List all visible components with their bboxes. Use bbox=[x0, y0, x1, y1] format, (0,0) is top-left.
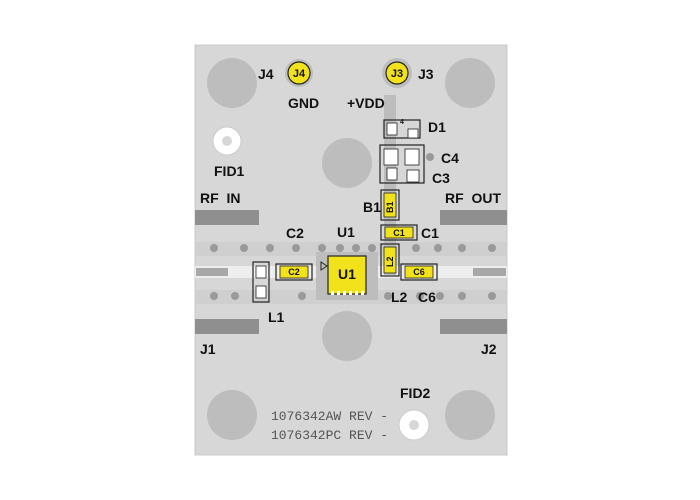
c3-pad-right bbox=[406, 169, 420, 183]
d1-pad-left bbox=[386, 122, 398, 136]
u1-label: U1 bbox=[337, 224, 355, 240]
c2-outline bbox=[275, 263, 313, 281]
mounting-pad-bottom-right bbox=[445, 390, 495, 440]
fid2-inner bbox=[409, 420, 419, 430]
rf-in-edge-pad bbox=[196, 268, 228, 276]
c2-part[interactable] bbox=[279, 265, 309, 279]
j4-label: J4 bbox=[258, 66, 274, 82]
revision-line-2: 1076342PC REV - bbox=[271, 428, 388, 443]
u1-leads bbox=[331, 291, 364, 295]
j3-connector[interactable] bbox=[385, 61, 409, 85]
c4-pad-right bbox=[404, 148, 420, 166]
u1-mark: U1 bbox=[338, 266, 356, 282]
j3-label: J3 bbox=[418, 66, 434, 82]
rf-in-label: RF IN bbox=[200, 190, 240, 206]
j4-connector[interactable] bbox=[287, 61, 311, 85]
c4-c3-outline bbox=[379, 144, 425, 184]
rf-in-ground-strip-bottom bbox=[195, 319, 259, 334]
mounting-pad-top-left bbox=[207, 58, 257, 108]
u1-part[interactable] bbox=[327, 255, 367, 295]
ground-pad-top-center bbox=[322, 138, 372, 188]
c1-part[interactable] bbox=[384, 226, 414, 239]
rf-in-ground-strip-top bbox=[195, 210, 259, 225]
l2-label: L2 bbox=[391, 289, 408, 305]
u1-pin1-marker bbox=[320, 261, 328, 271]
c6-mark: C6 bbox=[413, 267, 425, 277]
d1-label: D1 bbox=[428, 119, 446, 135]
c1-label: C1 bbox=[421, 225, 439, 241]
j2-label: J2 bbox=[481, 341, 497, 357]
d1-body bbox=[383, 119, 421, 139]
c2-label: C2 bbox=[286, 225, 304, 241]
c2-mark: C2 bbox=[288, 267, 300, 277]
c3-pad-left bbox=[386, 167, 398, 181]
mounting-pad-bottom-left bbox=[207, 390, 257, 440]
c4-pad-left bbox=[383, 148, 399, 166]
revision-line-1: 1076342AW REV - bbox=[271, 409, 388, 424]
b1-label: B1 bbox=[363, 199, 381, 215]
b1-outline bbox=[380, 189, 400, 221]
c6-part[interactable] bbox=[404, 265, 434, 279]
l2-part[interactable] bbox=[383, 246, 397, 274]
rf-out-edge-pad bbox=[473, 268, 506, 276]
j1-label: J1 bbox=[200, 341, 216, 357]
j4-mark: J4 bbox=[293, 68, 306, 80]
c6-outline bbox=[400, 263, 438, 281]
c6-label: C6 bbox=[418, 289, 436, 305]
rf-out-ground-strip-bottom bbox=[440, 319, 507, 334]
j3-mark: J3 bbox=[391, 68, 403, 80]
l1-pad-bottom bbox=[255, 285, 267, 299]
b1-mark: B1 bbox=[385, 201, 395, 213]
l1-outline bbox=[252, 261, 270, 303]
via-row-upper bbox=[210, 244, 496, 252]
vdd-label: +VDD bbox=[347, 95, 385, 111]
rf-out-ground-strip-top bbox=[440, 210, 507, 225]
fid2-label: FID2 bbox=[400, 385, 431, 401]
fid1-inner bbox=[222, 136, 232, 146]
c1-outline bbox=[380, 224, 418, 241]
mounting-pad-top-right bbox=[445, 58, 495, 108]
l2-outline bbox=[380, 243, 400, 277]
d1-pin-mark: 4 bbox=[400, 119, 404, 126]
l1-label: L1 bbox=[268, 309, 285, 325]
rf-out-label: RF OUT bbox=[445, 190, 501, 206]
l1-pad-top bbox=[255, 265, 267, 279]
c4-label: C4 bbox=[441, 150, 459, 166]
l2-mark: L2 bbox=[385, 256, 395, 267]
ground-pad-bottom-center bbox=[322, 311, 372, 361]
b1-part[interactable] bbox=[383, 192, 397, 218]
c1-mark: C1 bbox=[393, 228, 405, 238]
d1-pad-right bbox=[407, 128, 419, 139]
gnd-label: GND bbox=[288, 95, 319, 111]
fid1-label: FID1 bbox=[214, 163, 245, 179]
c3-label: C3 bbox=[432, 170, 450, 186]
c4-via bbox=[426, 153, 434, 161]
